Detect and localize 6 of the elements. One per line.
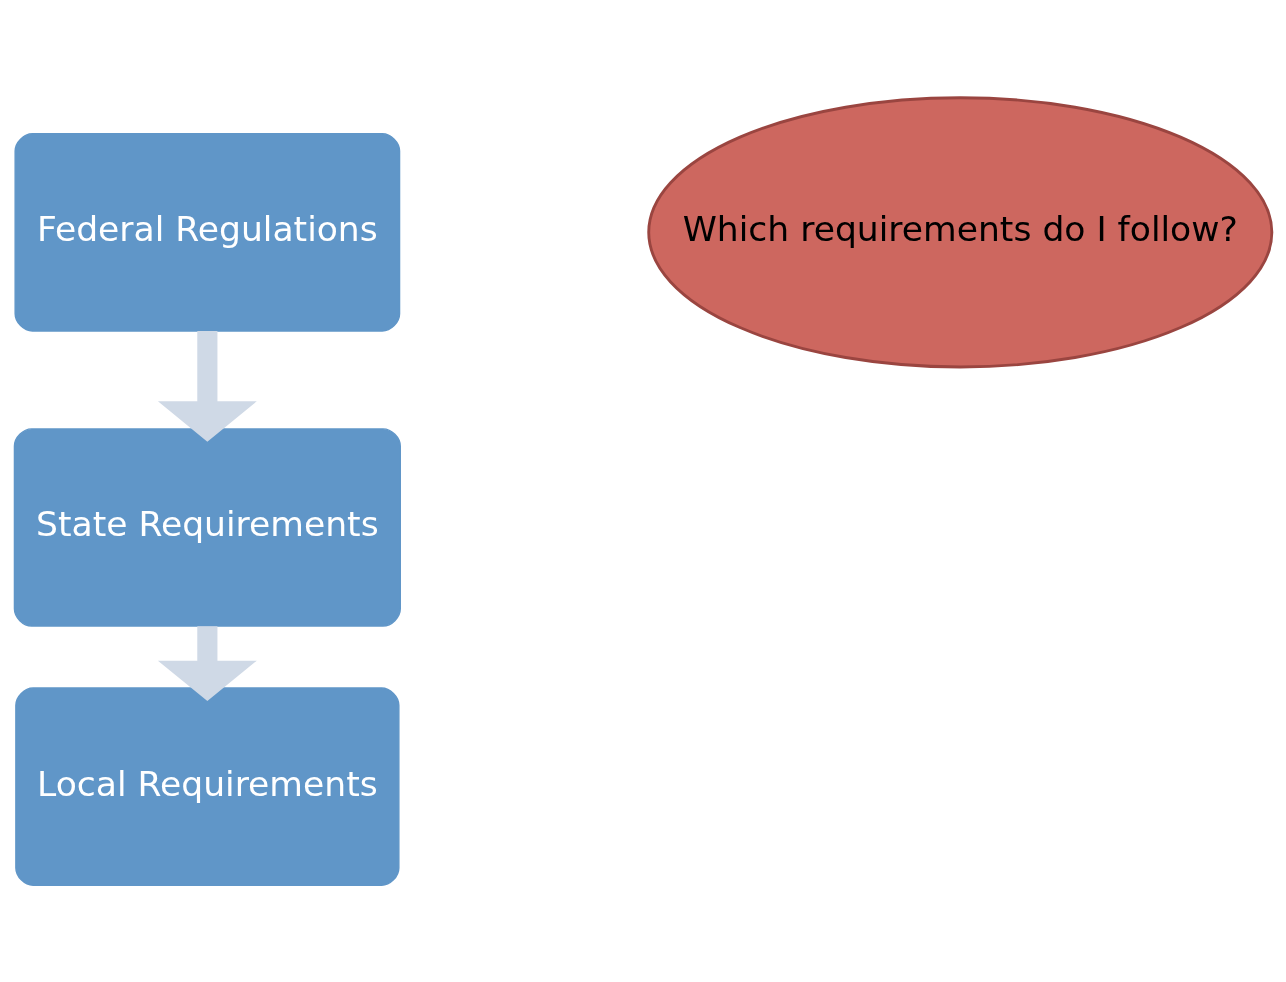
arrow <box>157 330 257 442</box>
node-box: Federal Regulations <box>14 132 401 332</box>
node-box: State Requirements <box>13 427 401 627</box>
node-box: Local Requirements <box>15 686 400 886</box>
node-ellipse: Which requirements do I follow? <box>647 95 1274 368</box>
arrow <box>157 625 257 701</box>
